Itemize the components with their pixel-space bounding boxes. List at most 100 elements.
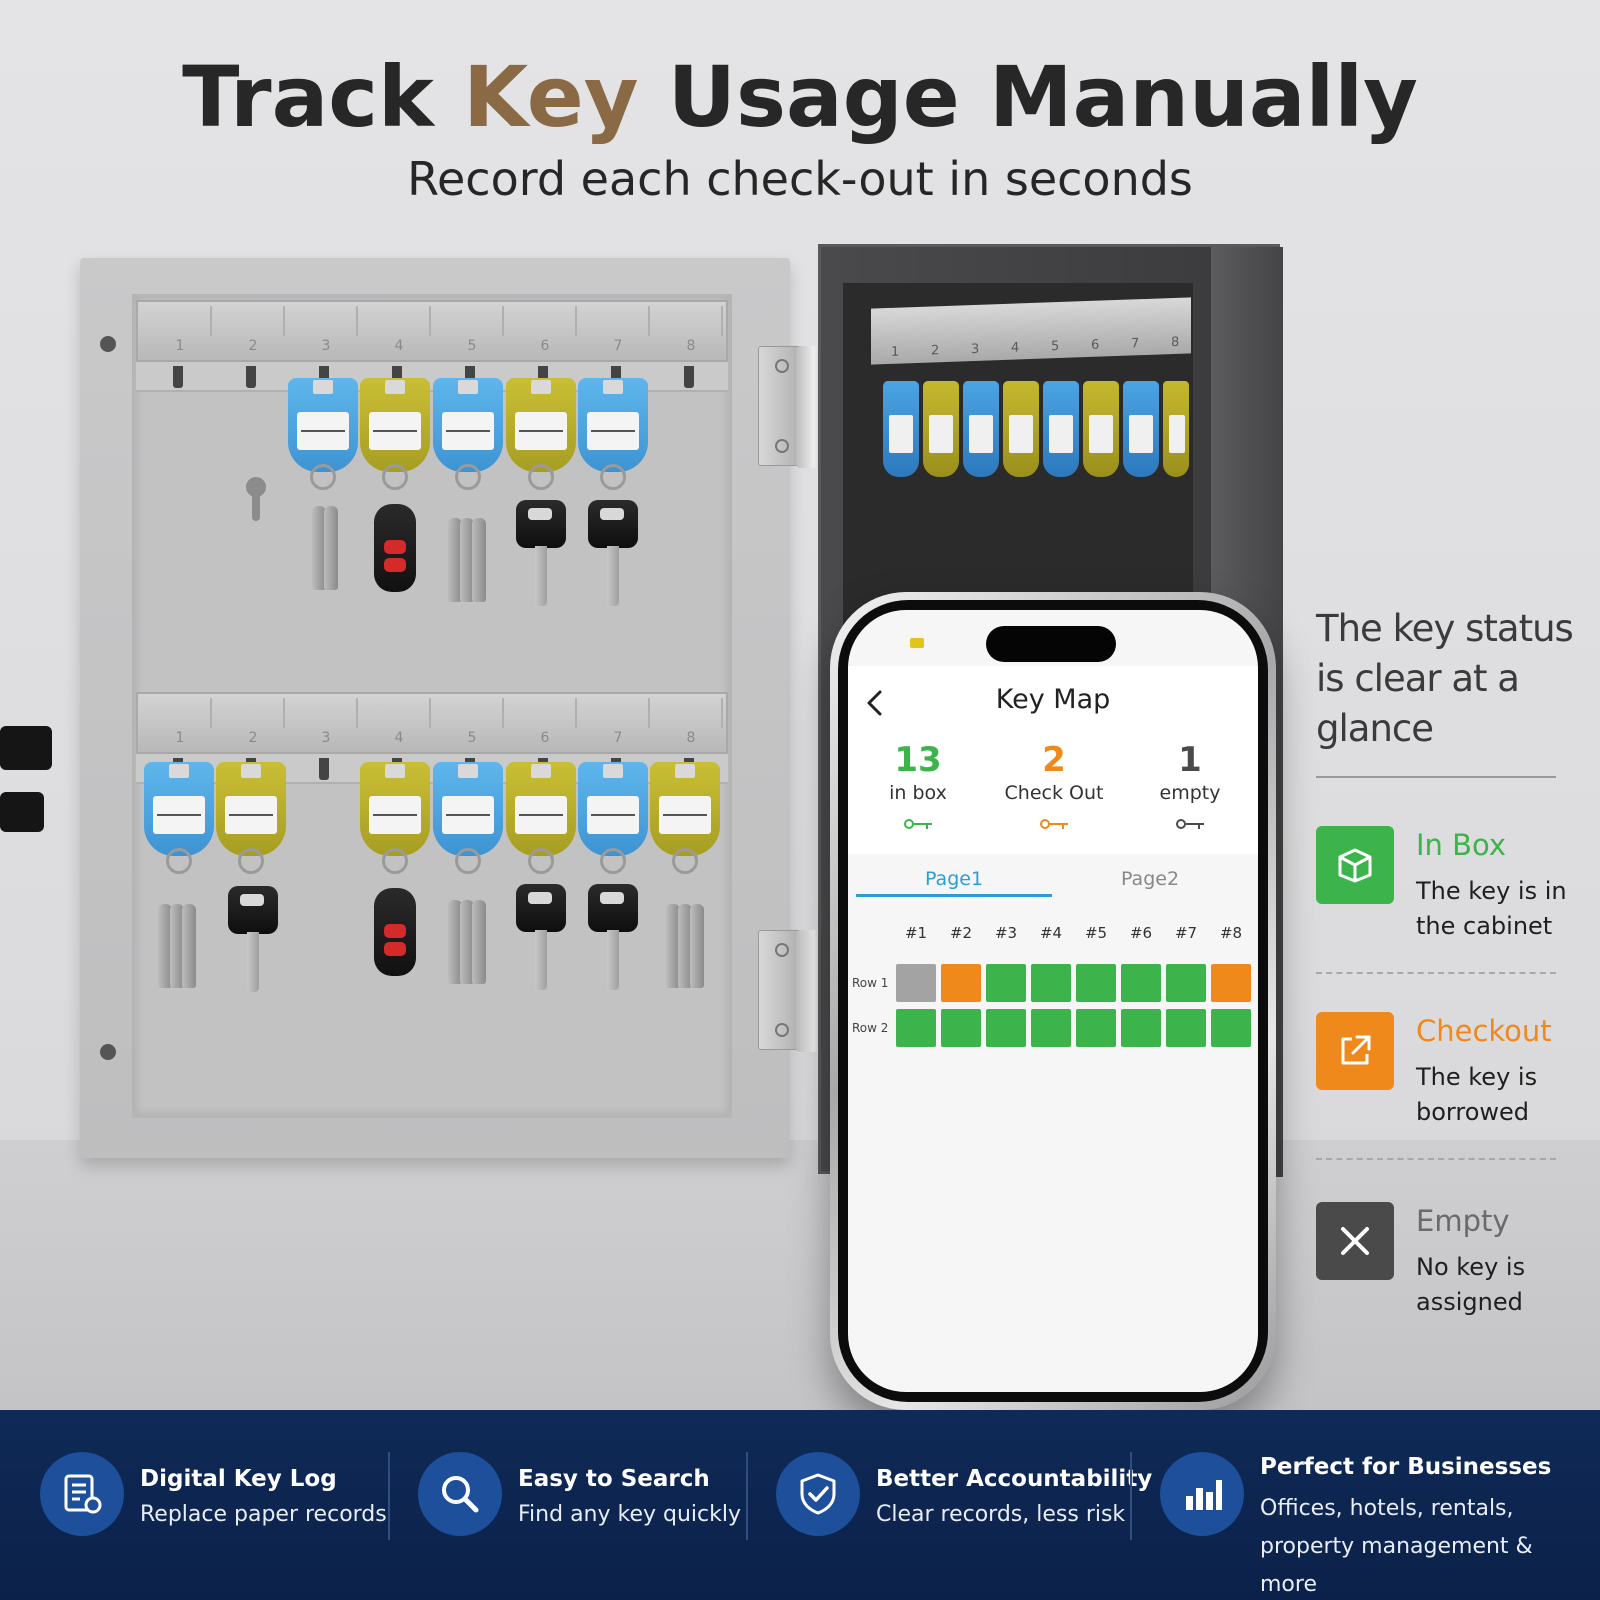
hook [684,366,694,388]
legend-name: Checkout [1416,1014,1552,1048]
rail-divider [502,306,504,336]
column-header: #8 [1219,924,1243,942]
key-tag [1163,381,1189,477]
hook [173,366,183,388]
shield-check-icon [776,1452,860,1536]
feature-description: Offices, hotels, rentals, property manag… [1260,1496,1533,1597]
rail-divider [429,698,431,728]
key-slot-checkout[interactable] [1211,964,1251,1002]
rail-divider [721,306,723,336]
key-slot-in[interactable] [1211,1009,1251,1047]
chevron-left-icon[interactable] [860,688,890,718]
legend-description: No key is assigned [1416,1253,1526,1316]
key-slot-in[interactable] [1076,964,1116,1002]
tab-page2[interactable]: Page2 [1120,868,1180,890]
key-slot-empty[interactable] [896,964,936,1002]
stat-check-out: 2 Check Out [984,734,1124,830]
divider [1316,1158,1556,1160]
slot-number: 4 [394,338,404,354]
door-lock-key [0,726,60,876]
key-slot-checkout[interactable] [941,964,981,1002]
slot-number: 8 [1171,334,1180,351]
rail-divider [356,306,358,336]
stat-in-box: 13 in box [848,734,988,830]
key-tag [433,762,503,874]
screw-hole [100,1044,116,1060]
legend-title: The key status is clear at a glance [1316,607,1574,750]
divider [746,1452,748,1540]
hook [319,758,329,780]
key-slot-in[interactable] [941,1009,981,1047]
key-slot-in[interactable] [1166,1009,1206,1047]
key-slot-in[interactable] [896,1009,936,1047]
key-tag [1123,381,1159,477]
feature-title: Easy to Search [518,1466,710,1492]
key-tag [963,381,999,477]
car-key [516,500,566,548]
slot-number: 8 [686,730,696,746]
key-slot-in[interactable] [986,1009,1026,1047]
key-tag [506,378,576,490]
close-icon [1316,1202,1394,1280]
rail-divider [283,698,285,728]
key-tag [288,378,358,490]
key-tag [360,378,430,490]
slot-number: 8 [686,338,696,354]
slot-number: 7 [1131,336,1140,352]
stat-label: Check Out [1004,782,1104,804]
rail-divider [575,698,577,728]
key-map-screen: Key Map 13 in box 2 Check Out 1 empty [848,610,1258,1392]
slot-number: 6 [1091,337,1100,353]
key-tag [923,381,959,477]
key-icon [1176,818,1204,830]
legend-name: In Box [1416,828,1507,862]
external-link-icon [1316,1012,1394,1090]
key-slot-in[interactable] [1121,1009,1161,1047]
key-slot-in[interactable] [1121,964,1161,1002]
column-header: #6 [1129,924,1153,942]
key-blade [535,930,547,990]
row-label: Row 1 [852,976,889,990]
rail-divider [356,698,358,728]
car-key [588,884,638,932]
stat-label: in box [889,782,947,804]
feature-bar: Digital Key Log Replace paper records Ea… [0,1410,1600,1600]
key-slot-in[interactable] [1031,1009,1071,1047]
divider [1316,776,1556,778]
key-blade [607,930,619,990]
key-slot-in[interactable] [1166,964,1206,1002]
document-list-icon [40,1452,124,1536]
rail-divider [283,306,285,336]
column-header: #2 [949,924,973,942]
dynamic-island [986,626,1116,662]
slot-number: 3 [321,338,331,354]
rail-divider [210,306,212,336]
key-slot-in[interactable] [986,964,1026,1002]
key-bunch [446,508,490,604]
headline-part-1: Track [182,48,434,146]
rail-divider [648,698,650,728]
key-tag [1003,381,1039,477]
feature-description: Find any key quickly [518,1502,741,1527]
slot-number: 2 [931,343,940,359]
key-slot-in[interactable] [1076,1009,1116,1047]
key-tag [650,762,720,874]
key-tag [578,762,648,874]
column-header: #1 [904,924,928,942]
key-tag [433,378,503,490]
key-icon [1040,818,1068,830]
tab-page1[interactable]: Page1 [924,868,984,890]
slot-number: 5 [1051,339,1060,355]
car-key [228,886,278,934]
bar-chart-icon [1160,1452,1244,1536]
key-bunch [156,894,200,990]
key-slot-in[interactable] [1031,964,1071,1002]
feature-description: Clear records, less risk [876,1502,1126,1527]
hook [465,366,475,388]
car-remote-fob [374,888,416,976]
car-key [588,500,638,548]
column-header: #4 [1039,924,1063,942]
